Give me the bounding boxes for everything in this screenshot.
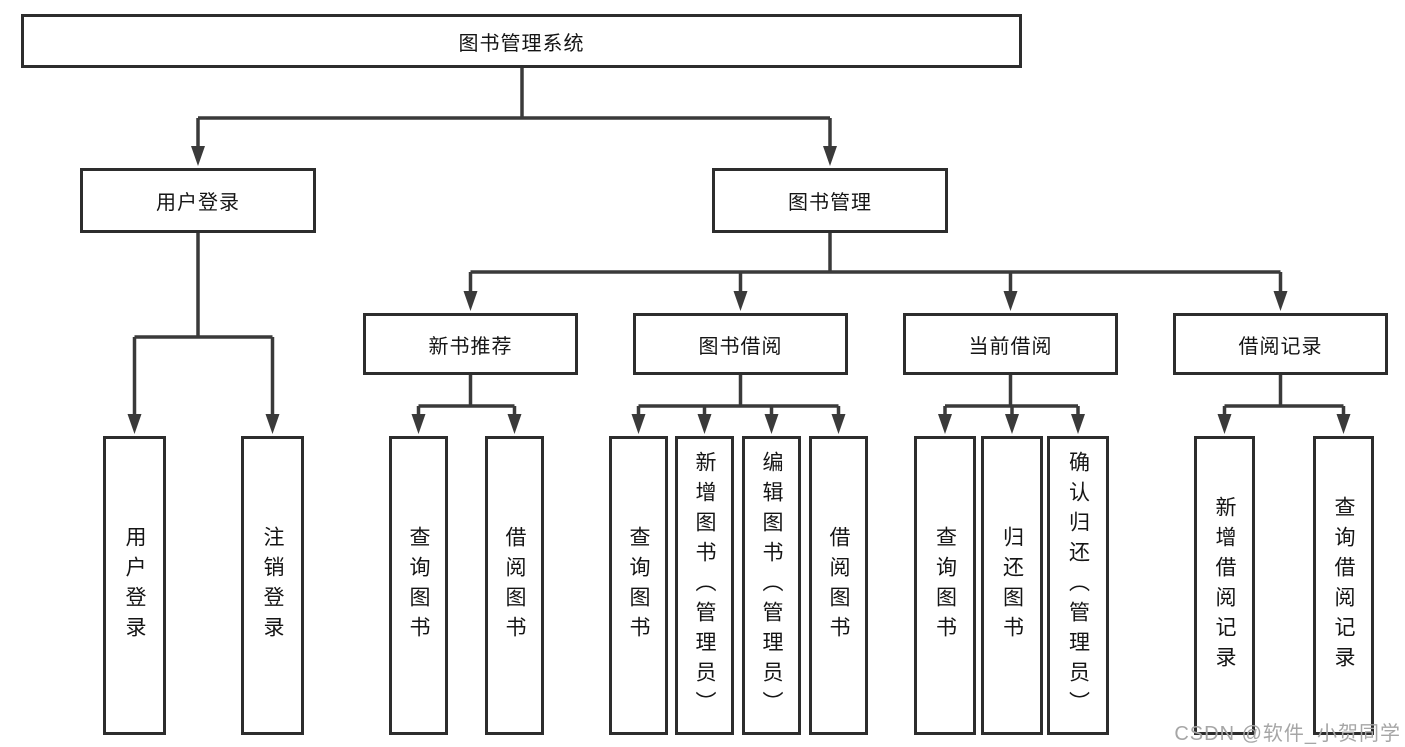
leaf-query-books-borrow: 查询图书	[609, 436, 668, 735]
arrowhead	[631, 414, 646, 434]
arrowhead	[697, 414, 712, 434]
leaf-add-books-admin: 新增图书（管理员）	[675, 436, 734, 735]
leaf-edit-books-admin: 编辑图书（管理员）	[742, 436, 801, 735]
arrowhead	[265, 414, 280, 434]
arrowhead	[764, 414, 779, 434]
leaf-query-books-current: 查询图书	[914, 436, 976, 735]
arrowhead	[507, 414, 522, 434]
node-borrow-records: 借阅记录	[1173, 313, 1388, 375]
leaf-query-books-recommend: 查询图书	[389, 436, 448, 735]
arrowhead	[1336, 414, 1351, 434]
arrowheads	[127, 146, 1351, 434]
node-book-management: 图书管理	[712, 168, 948, 233]
leaf-return-books: 归还图书	[981, 436, 1043, 735]
arrowhead	[823, 146, 837, 166]
leaf-query-borrow-record: 查询借阅记录	[1313, 436, 1374, 735]
leaf-confirm-return-admin: 确认归还（管理员）	[1047, 436, 1109, 735]
arrowhead	[411, 414, 426, 434]
arrowhead	[831, 414, 846, 434]
leaf-user-login: 用户登录	[103, 436, 166, 735]
node-root: 图书管理系统	[21, 14, 1022, 68]
arrowhead	[1071, 414, 1085, 434]
arrowhead	[127, 414, 142, 434]
leaf-borrow-books-recommend: 借阅图书	[485, 436, 544, 735]
csdn-watermark: CSDN @软件_小贺同学	[1174, 723, 1401, 745]
arrowhead	[938, 414, 952, 434]
node-current-borrow: 当前借阅	[903, 313, 1118, 375]
leaf-add-borrow-record: 新增借阅记录	[1194, 436, 1255, 735]
leaf-borrow-books: 借阅图书	[809, 436, 868, 735]
arrowhead	[463, 291, 478, 311]
leaf-logout: 注销登录	[241, 436, 304, 735]
node-book-borrow: 图书借阅	[633, 313, 848, 375]
arrowhead	[1003, 291, 1018, 311]
arrowhead	[191, 146, 205, 166]
node-user-login: 用户登录	[80, 168, 316, 233]
arrowhead	[1005, 414, 1019, 434]
node-new-book-recommend: 新书推荐	[363, 313, 578, 375]
arrowhead	[1273, 291, 1288, 311]
arrowhead	[1217, 414, 1232, 434]
arrowhead	[733, 291, 748, 311]
